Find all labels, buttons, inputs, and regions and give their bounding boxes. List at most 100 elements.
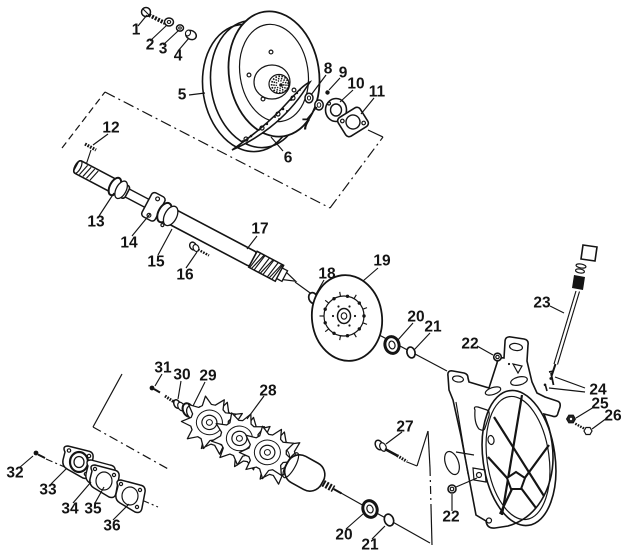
callout-12: 12 <box>102 120 119 137</box>
callout-18: 18 <box>318 266 336 283</box>
bolt-16 <box>188 241 210 257</box>
callout-16: 16 <box>176 267 194 284</box>
leader-29 <box>192 381 206 407</box>
callout-21: 21 <box>424 319 442 336</box>
drum-pulley <box>201 10 321 153</box>
callout-27: 27 <box>396 419 413 436</box>
callout-13: 13 <box>87 214 105 231</box>
callout-24: 24 <box>589 382 607 399</box>
leader-30 <box>177 380 182 400</box>
callout-4: 4 <box>174 48 183 65</box>
callout-7: 7 <box>302 117 311 134</box>
leader-19 <box>362 267 379 282</box>
bolt-27 <box>374 439 408 463</box>
leader-6 <box>270 136 284 152</box>
track-drive-shaft <box>149 385 342 495</box>
leader-3 <box>162 30 179 46</box>
bearing-flange-stack <box>33 445 146 514</box>
callout-25: 25 <box>591 396 609 413</box>
callout-17: 17 <box>251 221 268 238</box>
callout-30: 30 <box>173 367 190 384</box>
leader-22 <box>476 345 494 356</box>
nut-22-lower <box>447 484 457 494</box>
roll-pin <box>84 142 97 166</box>
leader-24b <box>548 387 586 393</box>
callout-20b: 20 <box>335 527 352 544</box>
callout-8: 8 <box>324 61 333 78</box>
callout-20: 20 <box>407 309 424 326</box>
leader-20b <box>345 513 364 530</box>
callout-22b: 22 <box>442 509 459 526</box>
leader-7 <box>306 106 318 120</box>
callout-10: 10 <box>347 76 364 93</box>
leader-26 <box>591 417 608 430</box>
leader-16 <box>185 251 198 269</box>
flange-plate <box>336 106 370 138</box>
leader-9 <box>328 77 341 91</box>
traction-strip <box>231 80 313 151</box>
callout-33: 33 <box>39 482 57 499</box>
leader-25 <box>575 406 595 419</box>
callout-23: 23 <box>533 295 551 312</box>
callout-35: 35 <box>84 501 102 518</box>
callout-1: 1 <box>132 22 141 39</box>
screw-31 <box>149 385 155 391</box>
callout-31: 31 <box>154 360 172 377</box>
strip-texture-dots <box>242 89 301 144</box>
callout-2: 2 <box>146 37 155 54</box>
spline-hatching <box>249 252 284 280</box>
seal-and-oring-upper <box>383 335 416 359</box>
screw-32 <box>33 450 39 456</box>
leader-lines <box>18 14 608 540</box>
leader-24a <box>554 376 586 389</box>
leader-36 <box>112 503 130 521</box>
shaft-end-cylinder <box>282 452 342 495</box>
callout-32: 32 <box>6 465 23 482</box>
callout-15: 15 <box>147 254 165 271</box>
leader-31 <box>154 373 163 387</box>
leader-21 <box>413 332 431 351</box>
callout-22: 22 <box>461 336 478 353</box>
leader-32 <box>18 455 34 469</box>
leader-35 <box>94 486 105 504</box>
assembly-boundary-lines <box>61 91 433 546</box>
screw-washer-spacer-group <box>140 6 198 41</box>
leader-34 <box>72 481 92 504</box>
brake-disc <box>310 274 384 362</box>
callout-9: 9 <box>339 65 348 82</box>
callout-29: 29 <box>199 368 217 385</box>
disc-bolt-dots <box>323 294 366 338</box>
callout-26: 26 <box>604 408 622 425</box>
leader-2 <box>149 24 168 42</box>
callout-36: 36 <box>103 518 121 535</box>
seal-and-oring-lower <box>361 499 395 527</box>
jackshaft-assembly <box>72 159 298 283</box>
cover-x-ribs <box>487 394 550 516</box>
chaincase-housing <box>444 336 593 529</box>
leader-33 <box>50 467 68 485</box>
callout-28: 28 <box>259 383 277 400</box>
leader-11 <box>360 97 375 115</box>
leader-17 <box>246 235 258 250</box>
callout-labels: 1 2 3 4 5 6 7 8 9 10 11 12 13 14 15 16 1… <box>6 22 622 554</box>
callout-11: 11 <box>369 84 386 101</box>
callout-3: 3 <box>159 41 168 58</box>
leader-14 <box>131 213 151 237</box>
leader-10 <box>339 89 354 103</box>
flange-36 <box>115 479 146 514</box>
callout-21b: 21 <box>361 537 379 554</box>
leader-21b <box>371 525 386 540</box>
leader-23 <box>549 305 565 314</box>
leader-1 <box>137 14 148 27</box>
chaincase-cover <box>481 389 557 527</box>
bolt-26 <box>574 422 593 436</box>
leader-13 <box>98 192 115 217</box>
callout-19: 19 <box>373 253 391 270</box>
leader-5 <box>188 92 206 96</box>
disc-ticks <box>319 291 368 341</box>
leader-4 <box>177 37 190 52</box>
disc-inner-dots <box>331 305 357 327</box>
leader-12 <box>92 133 109 146</box>
